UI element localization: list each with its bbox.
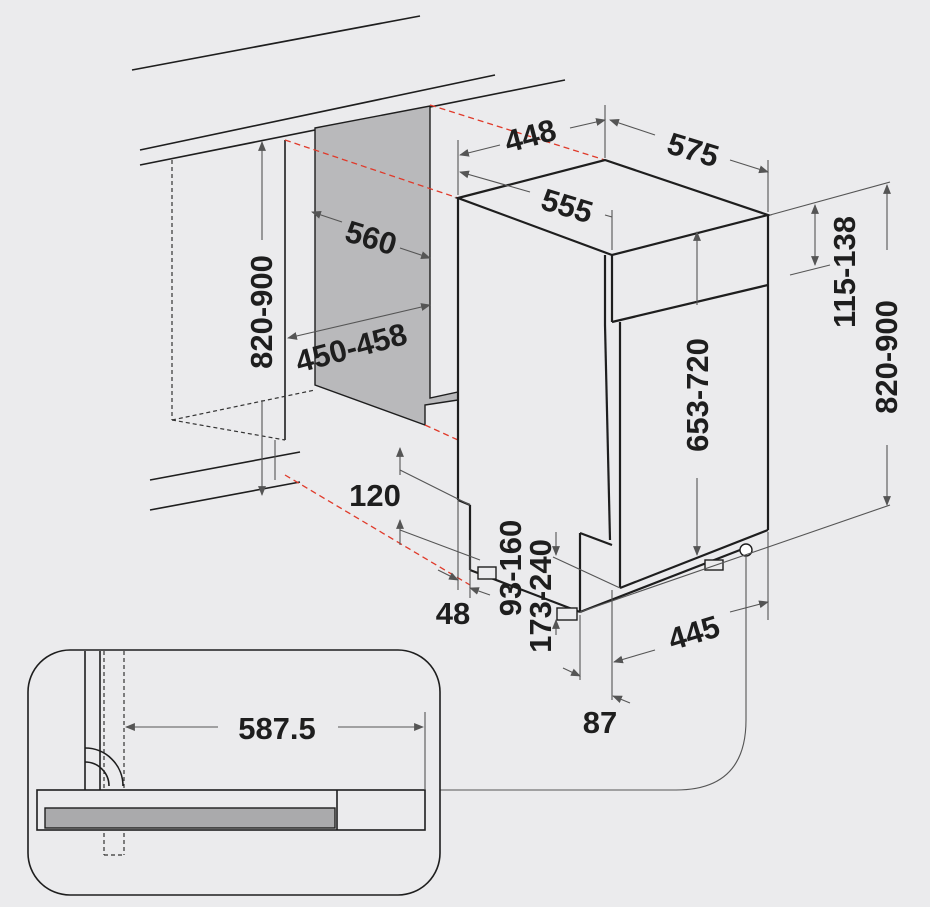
label-detail-depth: 587.5: [238, 711, 316, 746]
label-niche-height: 820-900: [244, 255, 279, 369]
label-panel-height: 115-138: [827, 216, 862, 328]
front-foot-right: [556, 607, 578, 621]
label-top-width: 448: [501, 112, 560, 159]
label-inner-depth: 555: [537, 182, 597, 231]
label-total-height: 820-900: [869, 300, 904, 414]
dimension-lines: [258, 105, 891, 791]
rear-foot: [704, 559, 724, 571]
label-front-offset: 87: [583, 705, 617, 740]
front-foot-left: [477, 566, 497, 580]
detail-inset: [27, 649, 441, 896]
label-front-width: 445: [664, 609, 724, 658]
label-top-depth: 575: [663, 126, 723, 175]
label-foot-height-rear: 173-240: [523, 539, 558, 653]
label-foot-height-front: 93-160: [493, 520, 528, 617]
guide-lines: [284, 104, 606, 586]
label-door-height: 653-720: [680, 338, 715, 452]
label-plinth-offset: 48: [436, 596, 470, 631]
niche-hidden-lines: [171, 160, 316, 441]
label-plinth-height: 120: [349, 478, 401, 513]
side-panel: [314, 105, 459, 426]
